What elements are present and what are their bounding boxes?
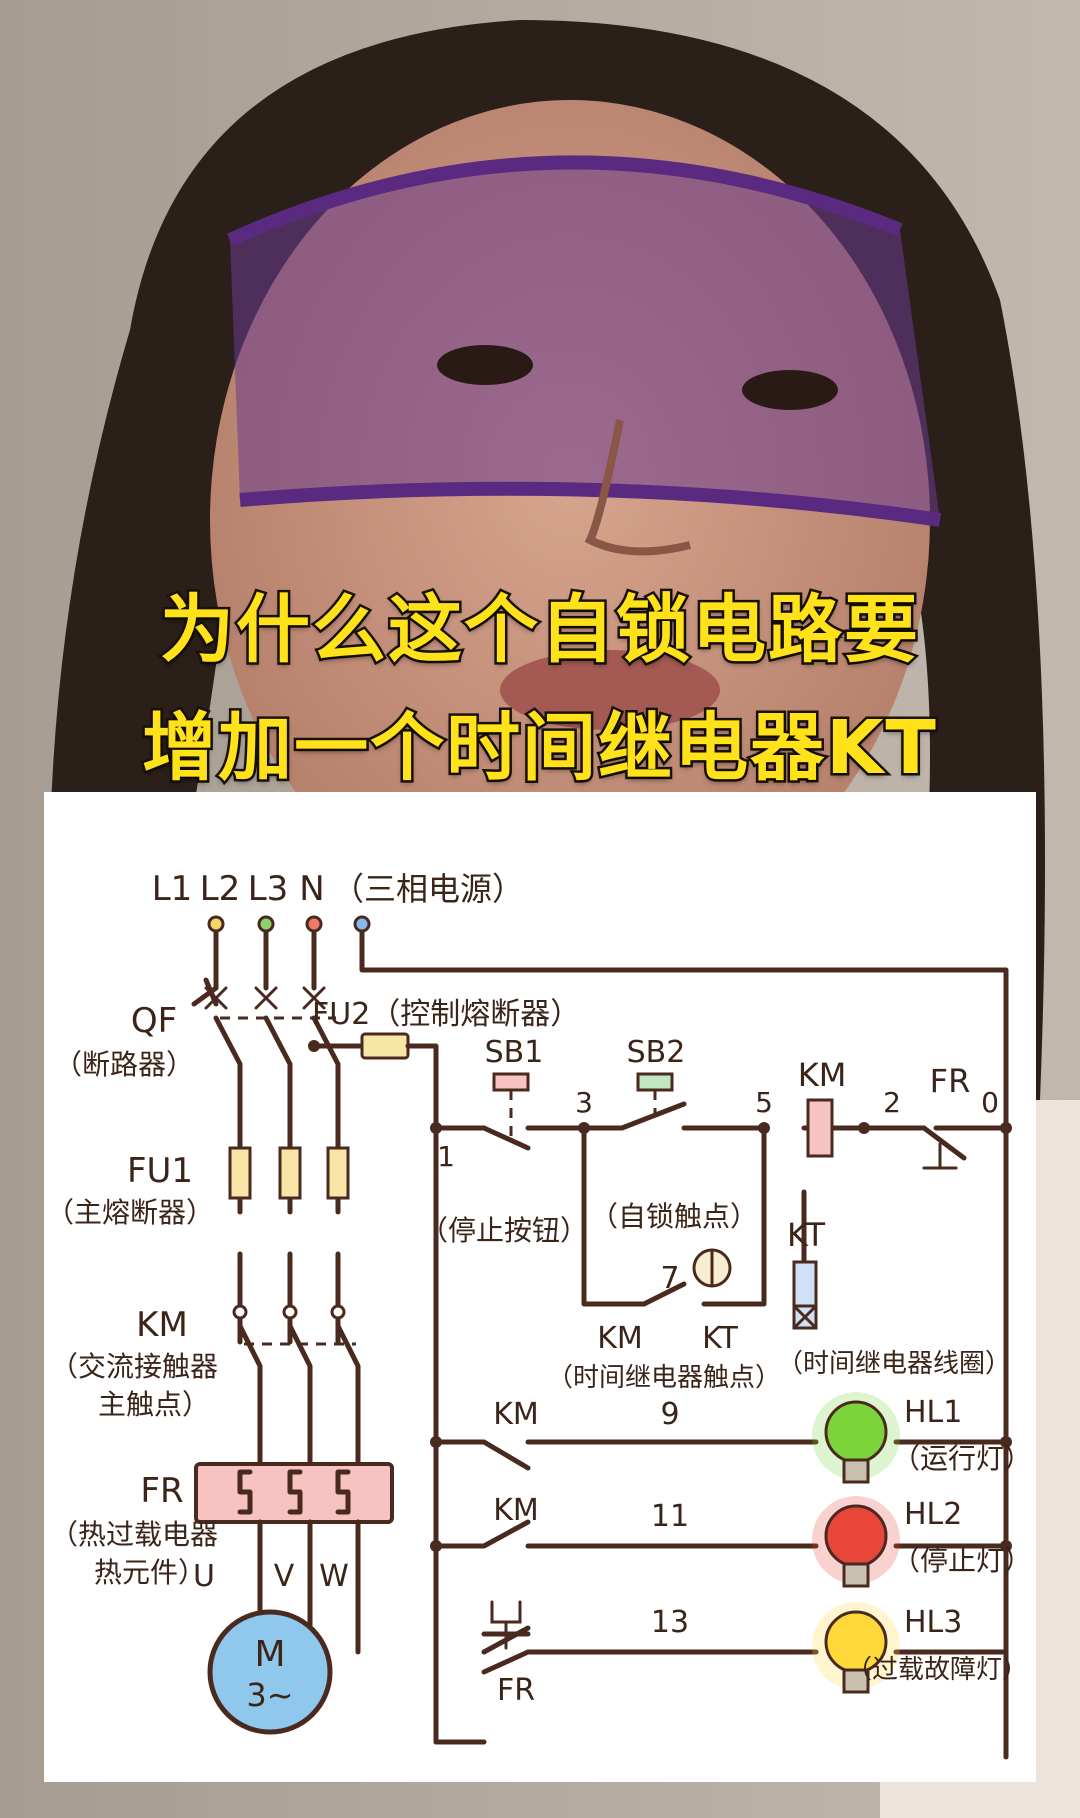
fr-main-label: FR xyxy=(140,1471,183,1511)
hl3-note: （过载故障灯） xyxy=(846,1655,1028,1685)
w-label: W xyxy=(319,1559,349,1594)
lamp-hl3-yellow xyxy=(812,1602,900,1694)
sb1-stop-button xyxy=(492,1072,530,1138)
qf-label: QF xyxy=(131,1001,177,1041)
node-5: 5 xyxy=(755,1086,773,1119)
kt-contact-note: （时间继电器触点） xyxy=(547,1363,781,1393)
hl2-note: （停止灯） xyxy=(892,1544,1032,1577)
terminal-l2 xyxy=(257,915,275,933)
lamp-hl1-green xyxy=(812,1392,900,1484)
fu1-label: FU1 xyxy=(127,1151,193,1191)
source-note: （三相电源） xyxy=(332,870,524,908)
km-main-label: KM xyxy=(136,1305,188,1345)
headline-line-2: 增加一个时间继电器KT xyxy=(140,703,939,794)
node-2: 2 xyxy=(883,1086,901,1119)
sb2-label: SB2 xyxy=(627,1035,686,1070)
km-hl1-label: KM xyxy=(493,1397,539,1432)
kt-contact-label: KT xyxy=(702,1321,738,1356)
sb1-label: SB1 xyxy=(485,1035,544,1070)
node-7: 7 xyxy=(660,1261,679,1296)
lamp-rung-hl1 xyxy=(430,1436,1012,1471)
terminal-l3 xyxy=(305,915,323,933)
source-label-l1: L1 xyxy=(152,869,193,909)
qf-note: （断路器） xyxy=(54,1048,194,1081)
main-control-rung xyxy=(430,1101,1012,1151)
kt-coil-label: KT xyxy=(787,1216,826,1254)
v-label: V xyxy=(274,1559,295,1594)
km-coil xyxy=(806,1098,834,1158)
node-3: 3 xyxy=(575,1086,593,1119)
node-9: 9 xyxy=(660,1397,679,1432)
fr-control-contact xyxy=(921,1125,967,1170)
fu2-label: FU2（控制熔断器） xyxy=(312,997,580,1032)
fu1-note: （主熔断器） xyxy=(46,1196,214,1229)
kt-coil-note: （时间继电器线圈） xyxy=(777,1349,1011,1379)
fu1-fuses xyxy=(228,1146,350,1200)
node-11: 11 xyxy=(651,1499,689,1534)
hl1-note: （运行灯） xyxy=(892,1442,1032,1475)
fr-control-label: FR xyxy=(930,1062,971,1100)
self-lock-note: （自锁触点） xyxy=(590,1200,758,1233)
kt-timer-branch xyxy=(581,1125,818,1330)
km-contact-label: KM xyxy=(597,1321,643,1356)
source-label-l3: L3 xyxy=(248,869,289,909)
lamp-rung-hl2 xyxy=(430,1519,1012,1552)
hl1-label: HL1 xyxy=(904,1395,962,1430)
hl2-label: HL2 xyxy=(904,1497,962,1532)
node-0: 0 xyxy=(981,1086,999,1119)
lamp-hl2-red xyxy=(812,1496,900,1588)
km-coil-label: KM xyxy=(798,1056,847,1094)
fr-hl3-label: FR xyxy=(497,1673,535,1708)
sb2-start-button xyxy=(636,1072,674,1116)
headline-line-1: 为什么这个自锁电路要 xyxy=(158,585,921,676)
km-hl2-label: KM xyxy=(493,1493,539,1528)
source-label-l2: L2 xyxy=(200,869,241,909)
motor-phase-label: 3~ xyxy=(246,1676,293,1714)
fr-main-note-1: （热过载电器 xyxy=(50,1518,218,1551)
node-1: 1 xyxy=(437,1140,455,1173)
motor xyxy=(207,1609,333,1735)
hl3-label: HL3 xyxy=(904,1605,962,1640)
source-label-n: N xyxy=(299,869,324,909)
motor-m-label: M xyxy=(254,1634,285,1675)
stop-button-note: （停止按钮） xyxy=(420,1214,588,1247)
km-main-note-1: （交流接触器 xyxy=(50,1350,218,1383)
u-label: U xyxy=(193,1559,215,1594)
circuit-diagram-panel: L1 L2 L3 N （三相电源） QF （断路器） FU1 （主熔断器） xyxy=(44,792,1036,1782)
control-feed xyxy=(308,1032,439,1745)
self-lock-circuit-diagram: L1 L2 L3 N （三相电源） QF （断路器） FU1 （主熔断器） xyxy=(46,869,1032,1760)
lamp-rung-hl3 xyxy=(433,1600,1009,1745)
isolation-marks xyxy=(204,986,326,1010)
km-main-note-2: 主触点） xyxy=(98,1388,210,1421)
km-main-contacts xyxy=(232,1304,361,1467)
terminal-l1 xyxy=(207,915,225,933)
terminal-n xyxy=(353,915,371,933)
node-13: 13 xyxy=(651,1605,689,1640)
fr-main-note-2: 热元件） xyxy=(94,1556,206,1589)
